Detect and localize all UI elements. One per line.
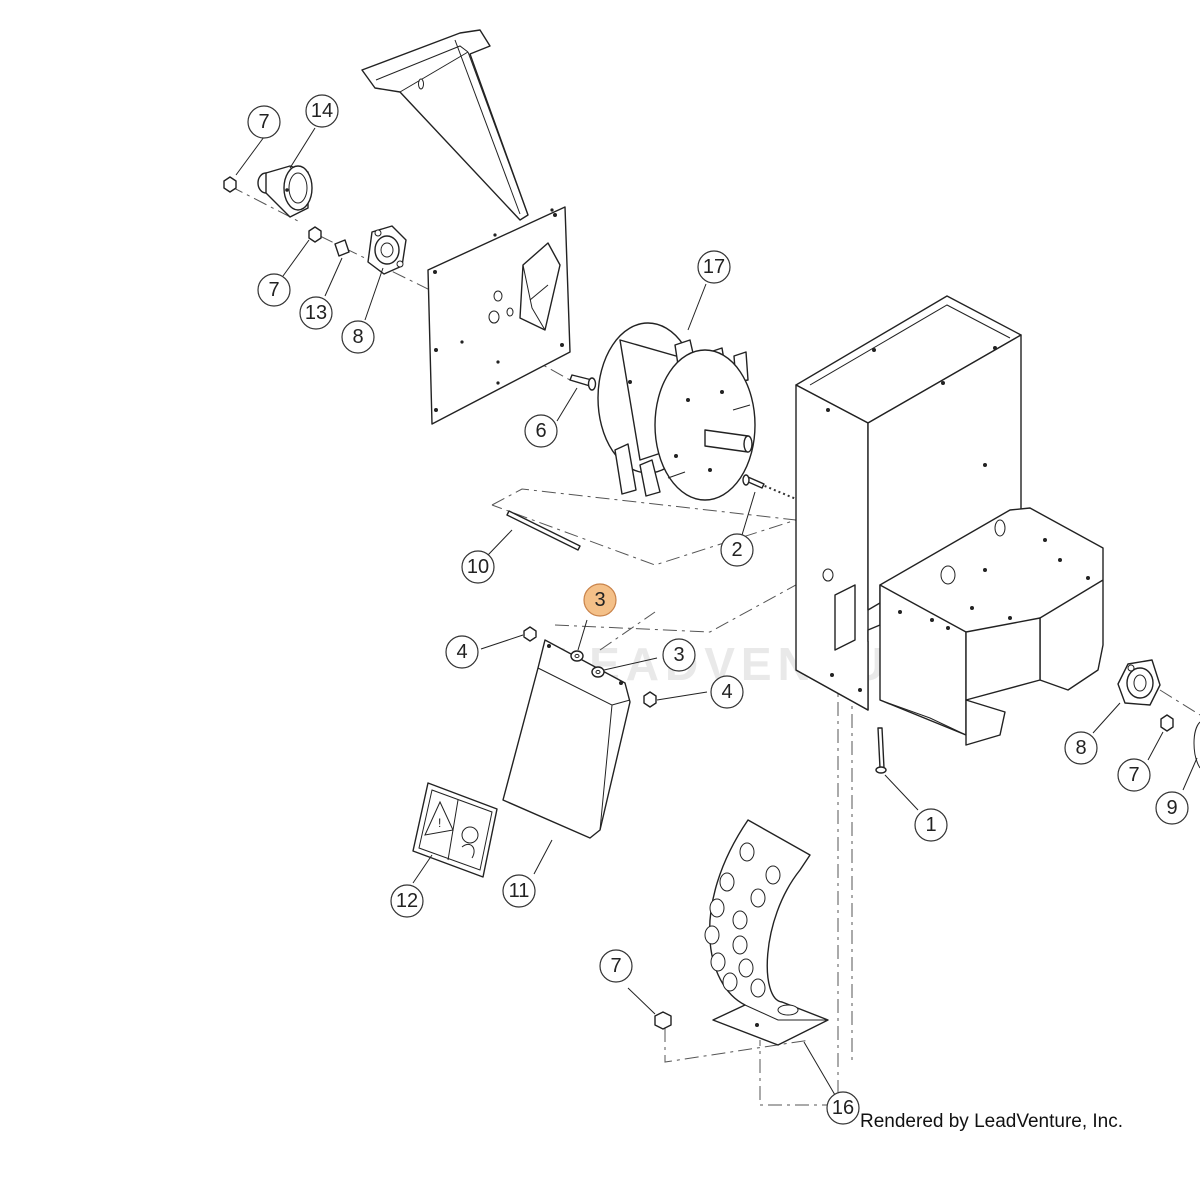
part-2-bolt [742, 474, 765, 489]
svg-text:17: 17 [703, 256, 725, 278]
svg-text:11: 11 [509, 880, 530, 902]
svg-text:6: 6 [535, 420, 546, 442]
callout-7[interactable]: 7 [257, 273, 291, 307]
callout-3[interactable]: 3 [662, 638, 696, 672]
callout-1[interactable]: 1 [914, 808, 948, 842]
svg-text:3: 3 [673, 644, 684, 666]
callout-6[interactable]: 6 [524, 414, 558, 448]
callout-14[interactable]: 14 [305, 94, 339, 128]
callout-7[interactable]: 7 [599, 949, 633, 983]
svg-text:7: 7 [258, 111, 269, 133]
part-12-warning-label: ! [412, 782, 498, 878]
callout-7[interactable]: 7 [247, 105, 281, 139]
svg-text:8: 8 [1075, 737, 1086, 759]
chute-and-plate [361, 29, 571, 425]
svg-text:16: 16 [832, 1097, 854, 1119]
svg-text:4: 4 [456, 641, 467, 663]
svg-text:2: 2 [731, 539, 742, 561]
callout-4[interactable]: 4 [445, 635, 479, 669]
part-17-rotor [597, 322, 756, 501]
callout-9[interactable]: 9 [1155, 791, 1189, 825]
part-14-housing [257, 165, 313, 218]
svg-text:14: 14 [311, 100, 333, 122]
svg-text:8: 8 [352, 326, 363, 348]
callout-16[interactable]: 16 [826, 1091, 860, 1125]
callout-8[interactable]: 8 [341, 320, 375, 354]
callout-3-highlighted[interactable]: 3 [583, 583, 617, 617]
svg-text:12: 12 [396, 890, 418, 912]
svg-text:10: 10 [467, 556, 489, 578]
svg-text:7: 7 [1128, 764, 1139, 786]
part-8-bearing-left [367, 225, 407, 275]
svg-text:7: 7 [610, 955, 621, 977]
svg-text:!: ! [438, 816, 441, 830]
part-9-edge [1193, 721, 1200, 769]
svg-text:9: 9 [1166, 797, 1177, 819]
callout-13[interactable]: 13 [299, 296, 333, 330]
callout-4[interactable]: 4 [710, 675, 744, 709]
part-3-4-hardware [523, 626, 657, 708]
callout-17[interactable]: 17 [697, 250, 731, 284]
part-8-bearing-right [1117, 659, 1161, 706]
svg-text:7: 7 [268, 279, 279, 301]
part-11-guard [502, 639, 631, 839]
callout-8[interactable]: 8 [1064, 731, 1098, 765]
callout-11[interactable]: 11 [502, 874, 536, 908]
svg-text:3: 3 [594, 589, 605, 611]
part-16-deflector [704, 819, 829, 1046]
callout-2[interactable]: 2 [720, 533, 754, 567]
callouts: 7 14 7 13 8 17 6 2 10 3 3 [247, 94, 1189, 1125]
svg-text:1: 1 [925, 814, 936, 836]
small-hardware [223, 176, 1174, 1030]
credit-text: Rendered by LeadVenture, Inc. [860, 1111, 1123, 1132]
callout-12[interactable]: 12 [390, 884, 424, 918]
part-6-bolt [569, 374, 597, 391]
callout-10[interactable]: 10 [461, 550, 495, 584]
part-10-rod [506, 510, 581, 551]
part-1-bolt [875, 727, 887, 774]
callout-7[interactable]: 7 [1117, 758, 1151, 792]
main-housing [795, 295, 1104, 746]
leader-lines [235, 127, 1198, 1096]
svg-text:13: 13 [305, 302, 327, 324]
svg-text:4: 4 [721, 681, 732, 703]
